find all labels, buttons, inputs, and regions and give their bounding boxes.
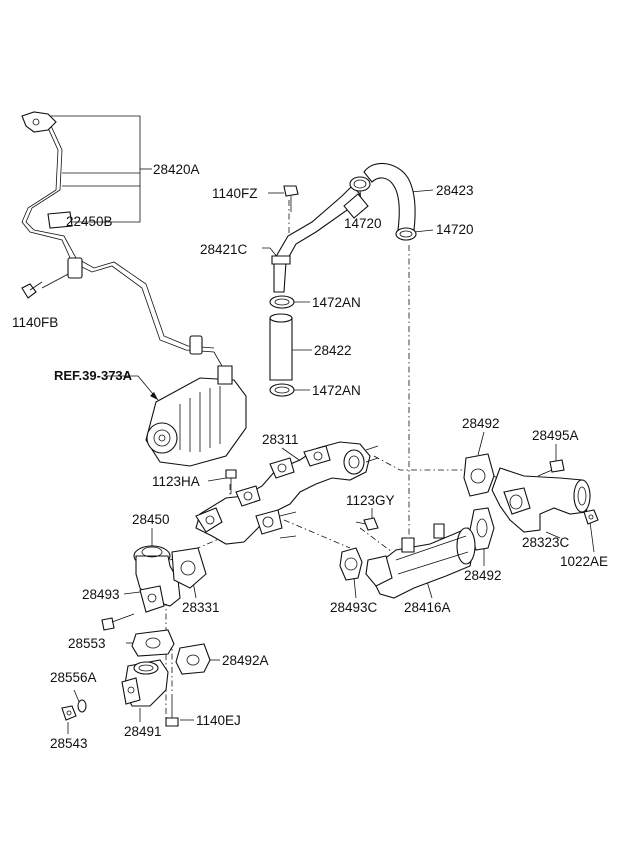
label-28422: 28422 [314,343,352,358]
alternator-ref [104,365,247,467]
label-14720-top: 14720 [344,216,382,231]
label-1472an-upper: 1472AN [312,295,361,310]
label-28492-lower: 28492 [464,568,502,583]
label-28543: 28543 [50,736,88,751]
gasket-28493c [339,547,363,581]
label-14720-right: 14720 [436,222,474,237]
wire-harness-28420a [21,111,223,367]
label-22450b: 22450B [66,214,113,229]
bolt-1123ha [225,469,237,494]
bolt-1140ej [165,700,179,727]
pipe-28421c [271,185,369,293]
clamp-1472an-lower [269,383,295,397]
label-28311: 28311 [262,432,299,447]
hose-28422 [269,313,293,381]
label-28331: 28331 [182,600,220,615]
label-1140fb: 1140FB [12,315,58,330]
washer-28556a [77,699,87,713]
label-28492a: 28492A [222,653,269,668]
bolt-1140fb [21,281,43,299]
bolt-28495a [537,459,565,477]
label-28423: 28423 [436,183,474,198]
label-28493: 28493 [82,587,120,602]
exhaust-manifold-28311 [195,441,371,545]
label-1140ej: 1140EJ [196,713,241,728]
gasket-28553 [131,629,175,657]
pipe-28323c [491,467,591,533]
label-1472an-lower: 1472AN [312,383,361,398]
label-28420a: 28420A [153,162,200,177]
clamp-14720-right [395,227,417,241]
egr-valve-28450 [133,545,181,613]
studs-manifold [279,445,379,539]
gasket-28492-top [463,453,495,497]
label-28556a: 28556A [50,670,97,685]
label-28416a: 28416A [404,600,451,615]
label-28492-top: 28492 [462,416,500,431]
nut-28543 [61,705,77,721]
label-28421c: 28421C [200,242,248,257]
label-28493c: 28493C [330,600,378,615]
label-28491: 28491 [124,724,162,739]
clamp-14720-top [349,176,371,192]
label-1022ae: 1022AE [560,554,608,569]
label-1123ha: 1123HA [152,474,200,489]
bolt-28493 [101,613,135,631]
label-28495a: 28495A [532,428,579,443]
nut-1022ae [583,509,599,525]
label-1140fz: 1140FZ [212,186,258,201]
bolt-1140fz [283,185,299,212]
gasket-28492a [175,643,211,675]
leader-lines [41,115,595,734]
label-28450: 28450 [132,512,170,527]
egr-cooler-28416a [365,523,476,599]
label-28553: 28553 [68,636,106,651]
label-ref: REF.39-373A [54,368,133,383]
part-labels: 28420A 22450B 1140FB 1140FZ 14720 28423 … [12,162,608,751]
label-1123gy: 1123GY [346,493,395,508]
clamp-1472an-upper [269,295,295,309]
bolt-1123gy [355,517,379,531]
adapter-pipe-28491 [121,659,169,707]
gasket-28331 [171,547,207,589]
label-28323c: 28323C [522,535,570,550]
